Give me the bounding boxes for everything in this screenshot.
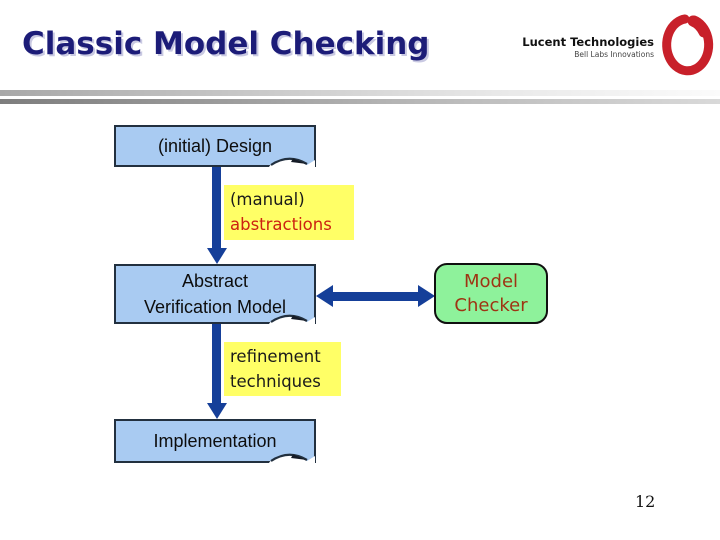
refinement-note-line1: refinement <box>230 347 321 366</box>
abstract-box-line2: Verification Model <box>143 297 287 317</box>
double-arrow-left-head <box>316 285 333 307</box>
header-divider-bottom <box>0 99 720 104</box>
design-box-label: (initial) Design <box>157 135 273 156</box>
refinement-note-line2: techniques <box>230 372 321 391</box>
implementation-box-label: Implementation <box>153 430 277 451</box>
down-arrow-stem <box>212 167 221 249</box>
abstraction-note: (manual) abstractions <box>224 185 354 240</box>
logo-tagline: Bell Labs Innovations <box>574 49 654 59</box>
double-arrow-right-head <box>418 285 435 307</box>
lucent-logo: Lucent Technologies Bell Labs Innovation… <box>522 4 720 86</box>
model-checker-box: Model Checker <box>434 263 548 324</box>
checker-box-line1: Model <box>463 270 519 292</box>
down-arrow-head <box>207 403 227 419</box>
folded-corner-icon <box>269 453 315 463</box>
folded-corner-icon <box>269 157 315 167</box>
abstract-box-line1: Abstract <box>181 271 249 291</box>
abstraction-note-line1: (manual) <box>230 190 305 209</box>
refinement-note: refinement techniques <box>224 342 341 396</box>
down-arrow-head <box>207 248 227 264</box>
down-arrow-stem <box>212 324 221 404</box>
page-number: 12 <box>635 492 656 511</box>
header-divider-top <box>0 90 720 96</box>
page-title: Classic Model Checking <box>22 26 430 62</box>
checker-box-line2: Checker <box>454 294 528 316</box>
folded-corner-icon <box>269 314 315 324</box>
logo-company-name: Lucent Technologies <box>522 35 654 49</box>
lucent-ring-icon <box>662 14 714 76</box>
implementation-box: Implementation <box>114 419 316 463</box>
double-arrow-stem <box>330 292 420 301</box>
abstraction-note-line2: abstractions <box>230 215 332 234</box>
abstract-verification-model-box: Abstract Verification Model <box>114 264 316 324</box>
logo-text: Lucent Technologies Bell Labs Innovation… <box>522 36 654 59</box>
design-box: (initial) Design <box>114 125 316 167</box>
